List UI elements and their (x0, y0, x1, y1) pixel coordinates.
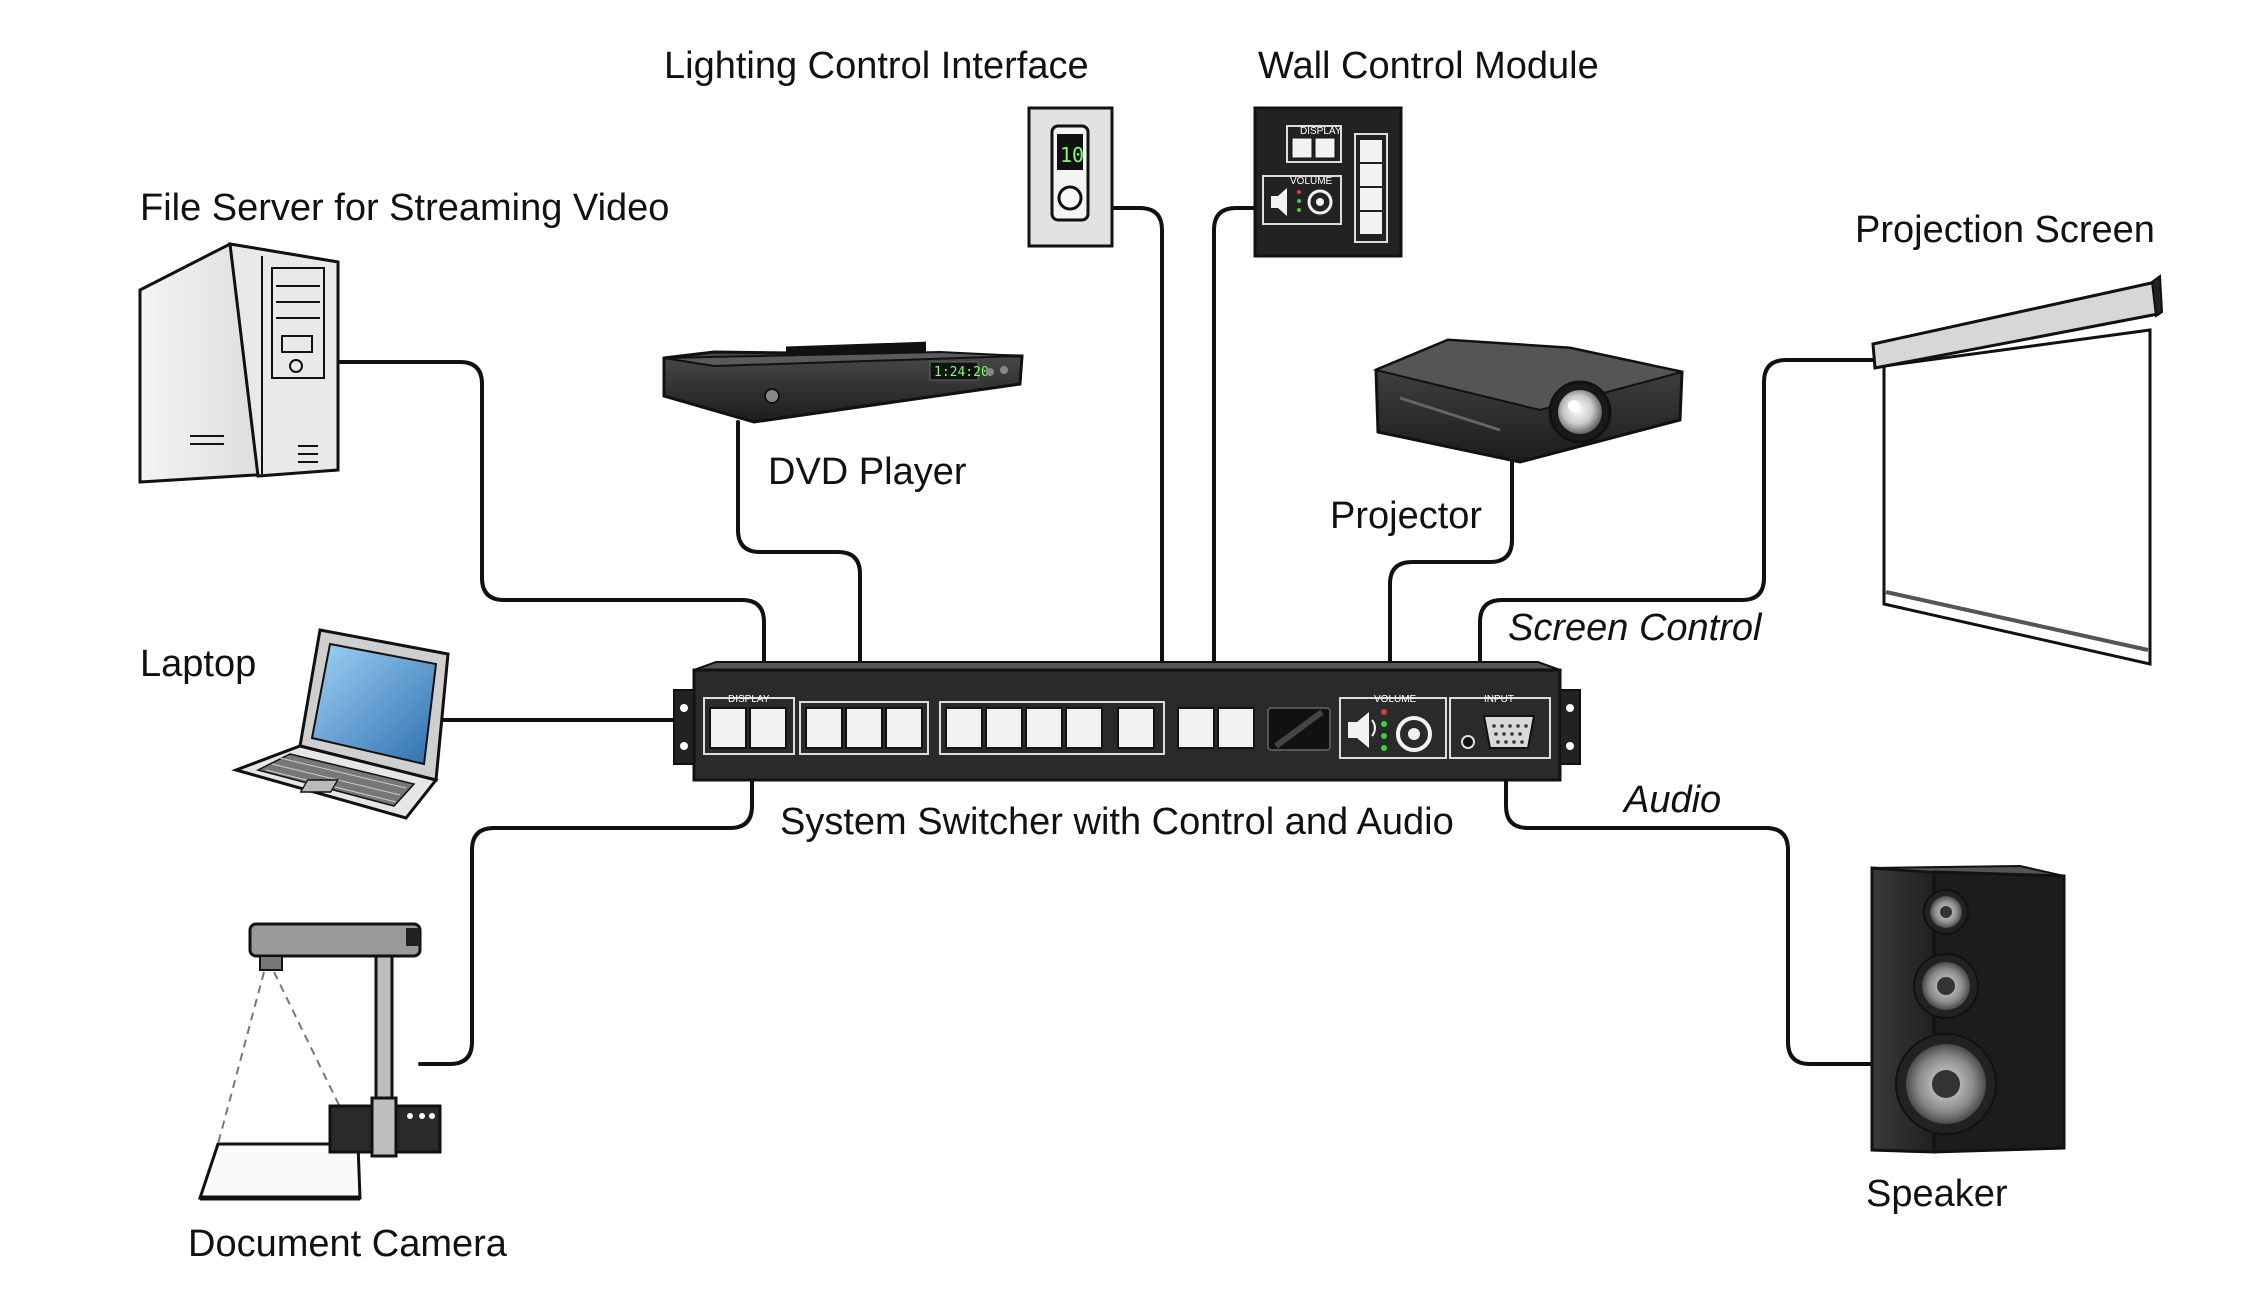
switcher-display-text: DISPLAY (728, 694, 770, 705)
projector-label: Projector (1330, 495, 1482, 537)
dvd-readout: 1:24:20 (934, 365, 989, 380)
screen-control-label: Screen Control (1508, 607, 1763, 649)
lighting-readout: 10 (1060, 143, 1084, 167)
cable-audio (1504, 776, 1874, 1066)
projection-screen-label: Projection Screen (1855, 209, 2155, 251)
file-server-label: File Server for Streaming Video (140, 187, 669, 229)
dvd-player-device: 1:24:20 (662, 341, 1024, 424)
document-camera-device (197, 922, 442, 1201)
laptop-label: Laptop (140, 643, 256, 685)
wall-control-label: Wall Control Module (1258, 45, 1599, 87)
system-switcher-device: DISPLAY VOLUME INPUT (673, 661, 1581, 782)
cables (336, 206, 1875, 1066)
projector-device (1372, 338, 1684, 464)
cable-projector (1388, 460, 1514, 667)
file-server-device (138, 242, 340, 484)
audio-label: Audio (1622, 779, 1721, 821)
wall-volume-text: VOLUME (1290, 176, 1333, 187)
cable-dvd (736, 420, 862, 667)
cable-lighting (1110, 206, 1164, 667)
speaker-label: Speaker (1866, 1173, 2008, 1215)
lighting-control-label: Lighting Control Interface (664, 45, 1089, 87)
cable-wall-module (1212, 206, 1257, 667)
document-camera-label: Document Camera (188, 1223, 508, 1265)
lighting-control-device: 10 (1027, 106, 1114, 248)
switcher-volume-text: VOLUME (1374, 694, 1417, 705)
switcher-input-text: INPUT (1484, 694, 1514, 705)
dvd-player-label: DVD Player (768, 451, 967, 493)
switcher-label: System Switcher with Control and Audio (780, 801, 1454, 843)
projection-screen-device (1871, 274, 2164, 666)
cable-document-camera (418, 776, 754, 1066)
cable-screen-control (1478, 358, 1875, 667)
speaker-device (1870, 864, 2066, 1154)
wall-display-text: DISPLAY (1300, 126, 1342, 137)
laptop-device (231, 628, 450, 820)
wall-control-device: DISPLAY VOLUME (1253, 106, 1403, 258)
cable-file-server (336, 360, 766, 667)
